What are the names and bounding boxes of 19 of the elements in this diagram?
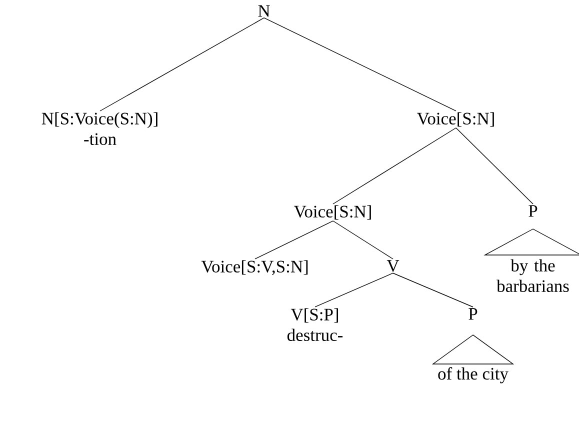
tree-label: P: [468, 308, 478, 320]
tree-branch: [392, 272, 474, 308]
tree-label: Voice[S:N]: [294, 205, 371, 220]
tree-label: N[S:Voice(S:N)] -tion: [42, 112, 158, 145]
tree-branch: [332, 128, 456, 204]
tree-branch: [314, 272, 394, 308]
tree-label: V[S:P] destruc-: [287, 308, 343, 341]
tree-label: V: [386, 260, 400, 272]
tree-branch: [264, 18, 456, 112]
leaf-text: of the city: [438, 367, 508, 384]
leaf-text: by the barbarians: [496, 259, 569, 292]
tree-branch: [254, 220, 334, 260]
tree-branch: [100, 18, 264, 112]
tree-label: P: [528, 205, 538, 217]
tree-label: Voice[S:N]: [417, 112, 494, 127]
tree-branch: [456, 128, 534, 204]
tree-label: Voice[S:V,S:N]: [201, 260, 308, 276]
tree-label: N: [258, 5, 270, 17]
tree-branch: [332, 220, 394, 260]
